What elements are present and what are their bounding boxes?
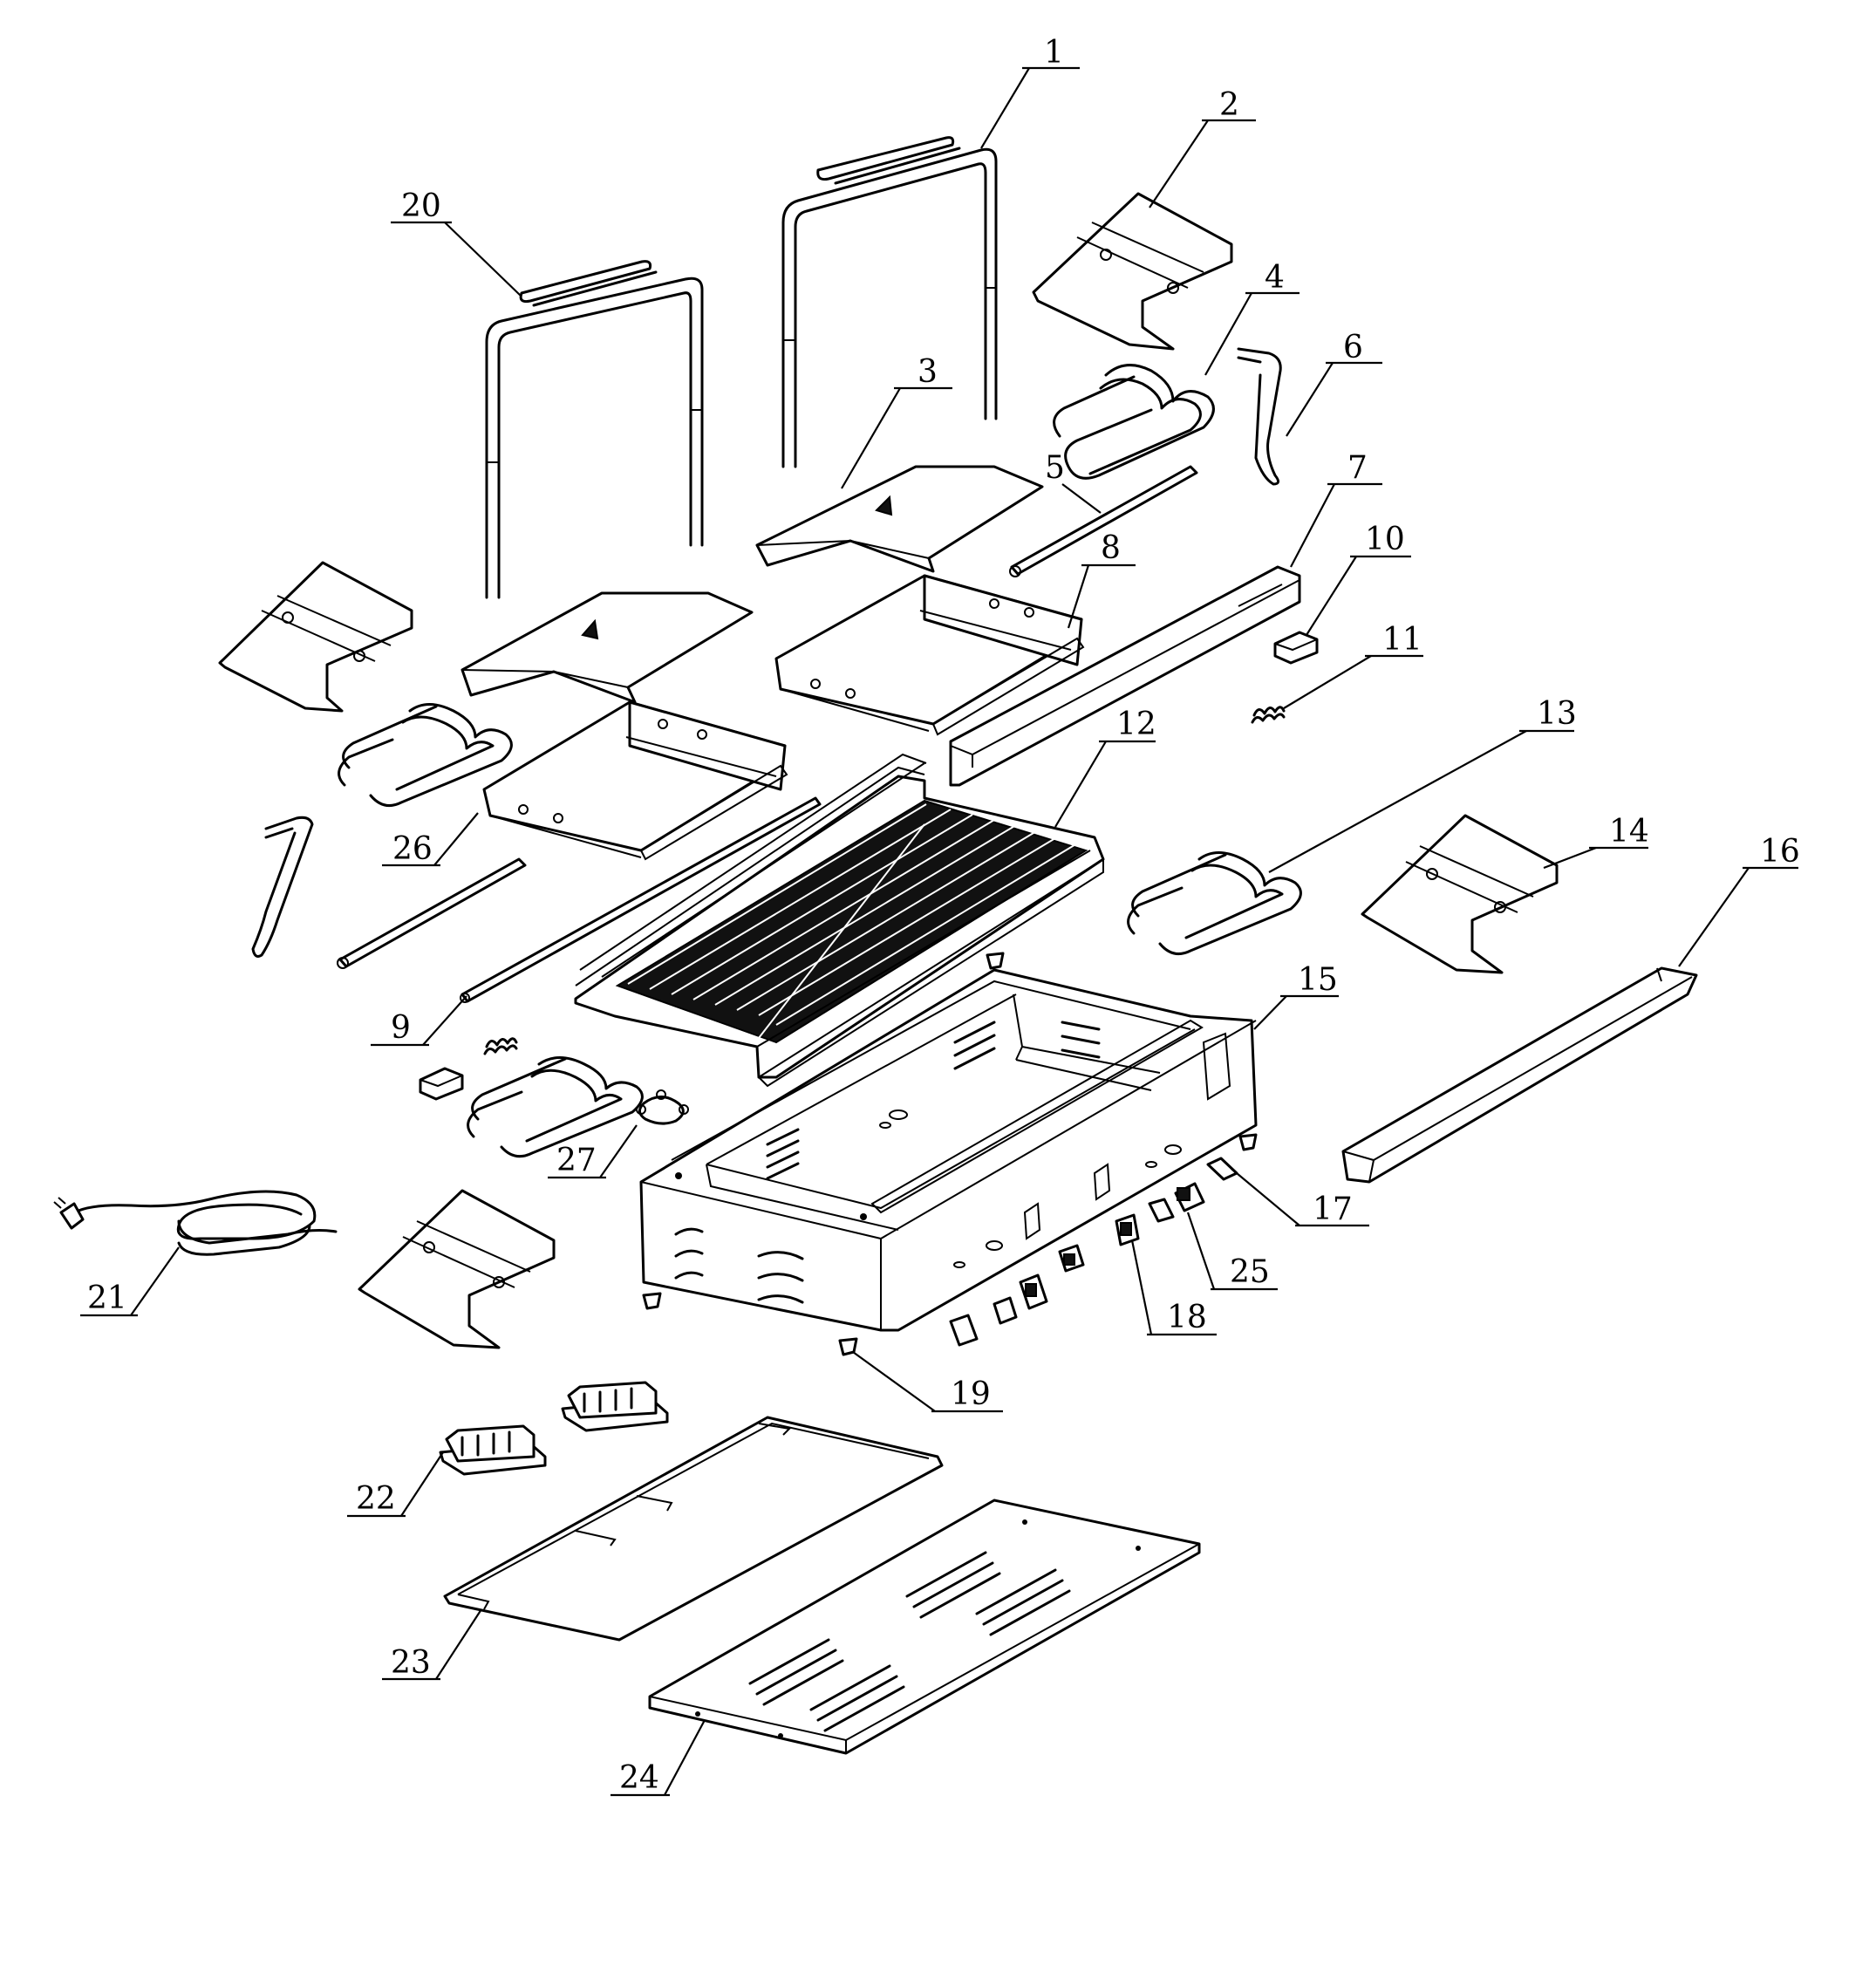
callout-label-23: 23 — [391, 1645, 431, 1681]
callout-label-26: 26 — [392, 831, 433, 867]
part-bottom-panel-24 — [648, 1499, 1201, 1755]
callout-20: 20 — [391, 188, 522, 297]
callout-label-21: 21 — [87, 1280, 127, 1316]
callout-label-24: 24 — [619, 1760, 659, 1796]
part-burner-coil-4 — [1053, 364, 1215, 480]
callout-label-20: 20 — [401, 188, 441, 224]
callout-15: 15 — [1253, 962, 1339, 1030]
callout-22: 22 — [347, 1451, 444, 1518]
part-burner-box-8 — [774, 574, 1085, 736]
callout-label-10: 10 — [1365, 522, 1405, 557]
callout-label-7: 7 — [1347, 450, 1368, 486]
callout-12: 12 — [1054, 707, 1156, 828]
callout-19: 19 — [852, 1351, 1003, 1413]
callout-label-16: 16 — [1760, 834, 1800, 870]
callout-label-6: 6 — [1343, 330, 1363, 365]
part-burner-coil-13 — [1127, 851, 1302, 956]
callout-10: 10 — [1306, 522, 1411, 636]
callout-label-25: 25 — [1230, 1254, 1270, 1290]
part-heat-shield-left-top — [218, 561, 413, 713]
part-bracket-22 — [439, 1381, 669, 1476]
part-side-rail-7 — [949, 565, 1301, 787]
callout-24: 24 — [611, 1719, 706, 1797]
part-gas-tube-6 — [1237, 347, 1282, 486]
part-heat-shield-2 — [1032, 192, 1233, 351]
part-side-rail-16 — [1341, 966, 1698, 1184]
callout-1: 1 — [980, 35, 1080, 149]
callout-label-15: 15 — [1298, 962, 1338, 998]
callout-26: 26 — [382, 812, 479, 867]
part-drip-tray-23 — [443, 1416, 944, 1642]
part-rod-left — [337, 857, 527, 969]
part-heat-shield-left-bottom — [358, 1189, 556, 1349]
part-gas-tube-left — [251, 816, 314, 958]
callout-label-8: 8 — [1101, 530, 1121, 566]
callout-label-12: 12 — [1116, 707, 1156, 742]
callout-label-5: 5 — [1045, 450, 1065, 486]
callout-label-27: 27 — [556, 1143, 597, 1178]
callout-9: 9 — [371, 995, 467, 1047]
callout-label-2: 2 — [1219, 87, 1239, 123]
callout-label-18: 18 — [1167, 1300, 1207, 1335]
callout-18: 18 — [1130, 1239, 1217, 1336]
part-burner-box-26 — [482, 700, 788, 861]
callout-label-4: 4 — [1265, 260, 1285, 296]
callout-5: 5 — [1045, 450, 1102, 514]
callout-2: 2 — [1149, 87, 1256, 208]
callout-14: 14 — [1543, 814, 1649, 870]
part-switch-block-10 — [1273, 631, 1319, 665]
callout-21: 21 — [80, 1246, 180, 1317]
callout-27: 27 — [548, 1124, 638, 1179]
part-rod-9 — [460, 796, 822, 1003]
callout-8: 8 — [1067, 530, 1136, 629]
part-firebox-15 — [639, 968, 1258, 1332]
part-terminal-left — [483, 1037, 518, 1055]
callout-16: 16 — [1678, 834, 1800, 967]
part-switch-block-left — [419, 1067, 464, 1101]
part-frame-left — [485, 260, 704, 599]
callout-label-17: 17 — [1313, 1191, 1353, 1227]
part-burner-coil-left-bottom — [467, 1056, 644, 1158]
part-valve-27 — [636, 1089, 689, 1125]
part-feet — [642, 952, 1258, 1310]
callout-23: 23 — [382, 1608, 482, 1681]
part-heat-shield-14 — [1361, 814, 1559, 974]
part-cooking-grate-12 — [574, 753, 1105, 1088]
callout-6: 6 — [1286, 330, 1382, 437]
part-switches — [949, 1157, 1238, 1347]
callout-group: 1 2 3 4 5 6 7 — [80, 35, 1800, 1797]
callout-label-3: 3 — [918, 354, 938, 390]
part-rod-5 — [1009, 465, 1198, 577]
callout-11: 11 — [1283, 622, 1423, 709]
callout-label-1: 1 — [1044, 35, 1064, 71]
callout-label-11: 11 — [1382, 622, 1422, 658]
part-power-cord-21 — [53, 1190, 338, 1256]
part-heat-tent-3 — [755, 465, 1044, 573]
callout-7: 7 — [1290, 450, 1382, 568]
callout-17: 17 — [1231, 1168, 1369, 1227]
part-frame-right — [781, 136, 998, 468]
callout-3: 3 — [841, 354, 952, 489]
callout-label-13: 13 — [1537, 696, 1577, 732]
callout-label-9: 9 — [391, 1010, 411, 1046]
callout-label-14: 14 — [1609, 814, 1649, 850]
callout-label-22: 22 — [356, 1481, 396, 1517]
callout-25: 25 — [1186, 1212, 1278, 1291]
callout-4: 4 — [1204, 260, 1300, 376]
part-burner-coil-left — [338, 703, 513, 808]
part-heat-tent-left — [460, 591, 754, 704]
part-terminal-11 — [1251, 706, 1286, 724]
callout-label-19: 19 — [951, 1376, 991, 1412]
callout-13: 13 — [1268, 696, 1577, 873]
